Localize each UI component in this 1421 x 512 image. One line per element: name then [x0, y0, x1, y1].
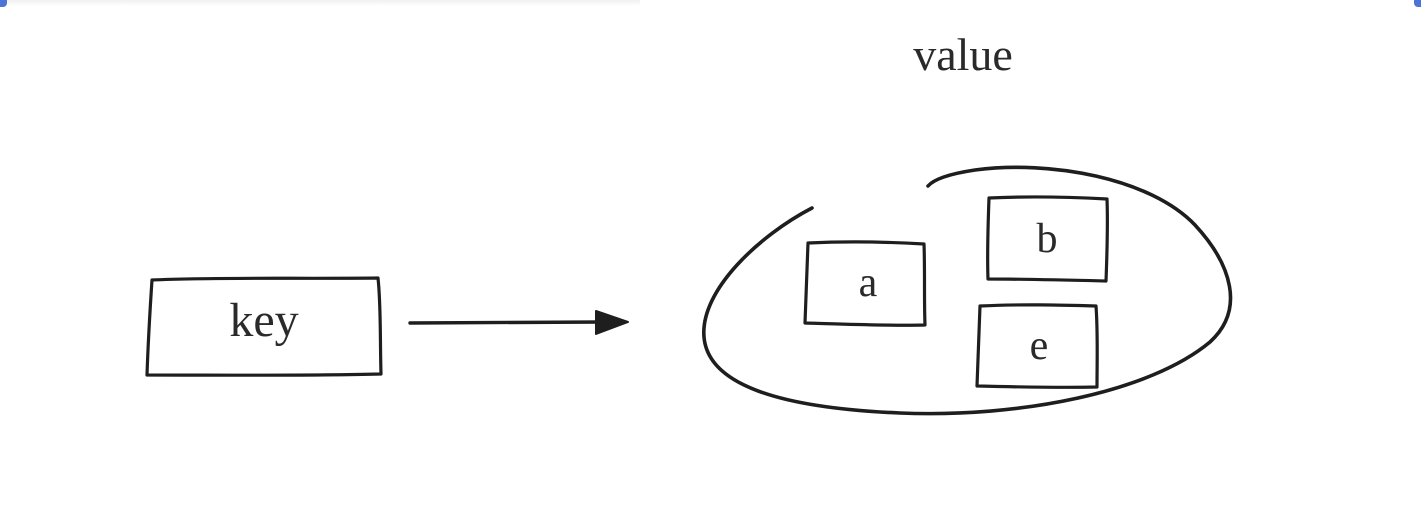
value-title: value: [913, 29, 1013, 80]
member-label-e: e: [1030, 323, 1049, 369]
top-shadow: [0, 0, 640, 6]
set-member-a: a: [803, 240, 927, 327]
key-label: key: [229, 294, 298, 347]
value-set-outline: [702, 165, 1233, 416]
key-box: key: [145, 276, 383, 377]
corner-marker-left: [0, 0, 7, 7]
corner-marker-right: [1414, 0, 1421, 7]
member-label-a: a: [859, 260, 878, 306]
set-member-e: e: [975, 303, 1099, 390]
key-to-value-arrow: [408, 310, 629, 335]
set-member-b: b: [985, 195, 1110, 283]
member-label-b: b: [1037, 216, 1058, 262]
